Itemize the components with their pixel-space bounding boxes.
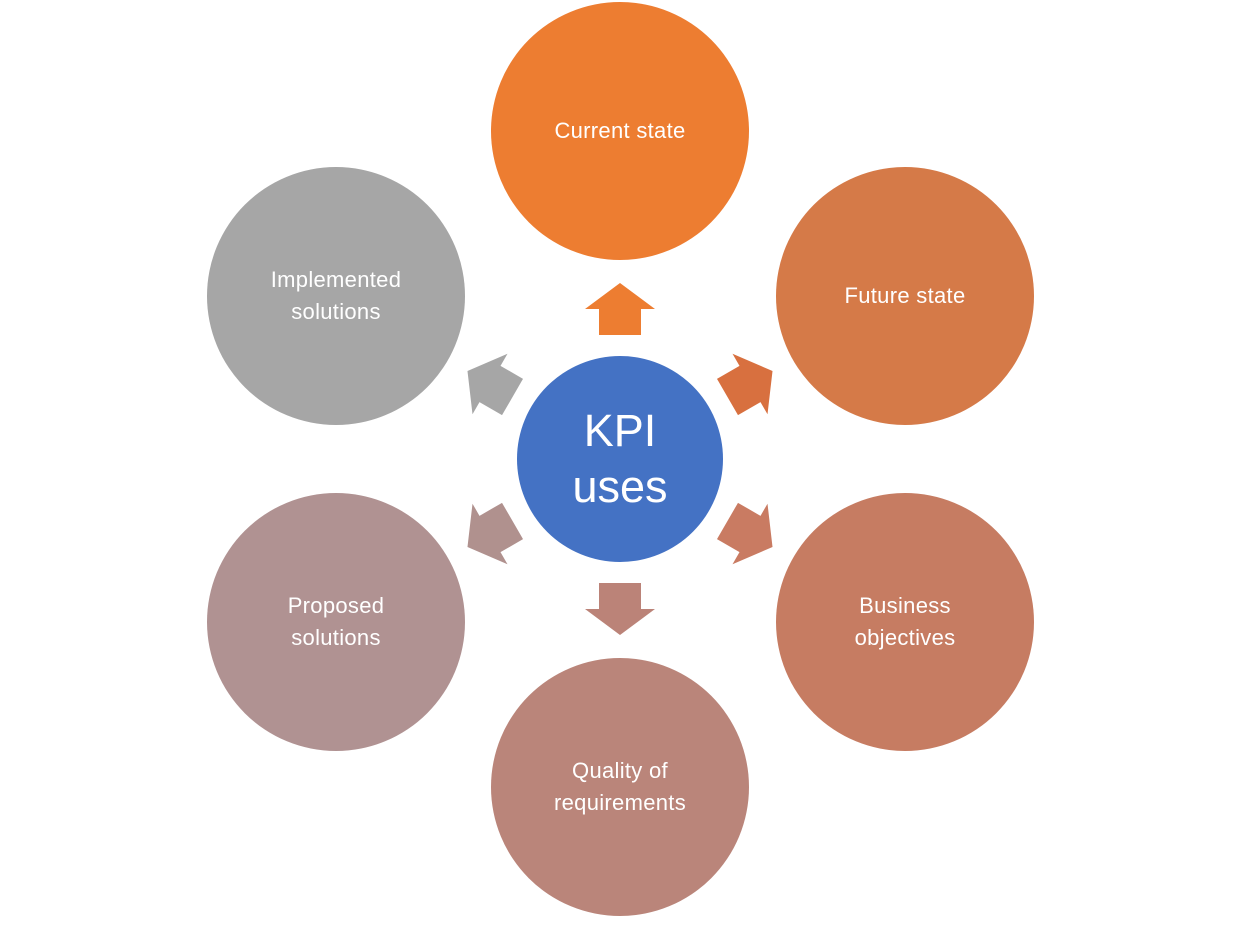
arrow-to-future-state	[716, 353, 773, 416]
node-label: Business objectives	[854, 593, 956, 650]
node-label: Current state	[554, 118, 686, 144]
center-node-label: KPI uses	[572, 405, 668, 512]
arrow-to-business-objectives	[716, 502, 773, 565]
node-quality-of-requirements: Quality of requirements	[491, 658, 749, 916]
arrow-to-proposed-solutions	[467, 502, 524, 565]
arrow-to-quality-of-requirements	[585, 583, 655, 635]
node-label: Future state	[844, 283, 966, 309]
arrow-to-current-state	[585, 283, 655, 335]
node-proposed-solutions: Proposed solutions	[207, 493, 465, 751]
node-label: Proposed solutions	[287, 593, 385, 650]
node-label: Implemented solutions	[270, 267, 402, 324]
node-current-state: Current state	[491, 2, 749, 260]
node-implemented-solutions: Implemented solutions	[207, 167, 465, 425]
node-future-state: Future state	[776, 167, 1034, 425]
node-label: Quality of requirements	[554, 758, 686, 815]
node-business-objectives: Business objectives	[776, 493, 1034, 751]
arrow-to-implemented-solutions	[467, 353, 524, 416]
node-center-kpi-uses: KPI uses	[517, 356, 723, 562]
